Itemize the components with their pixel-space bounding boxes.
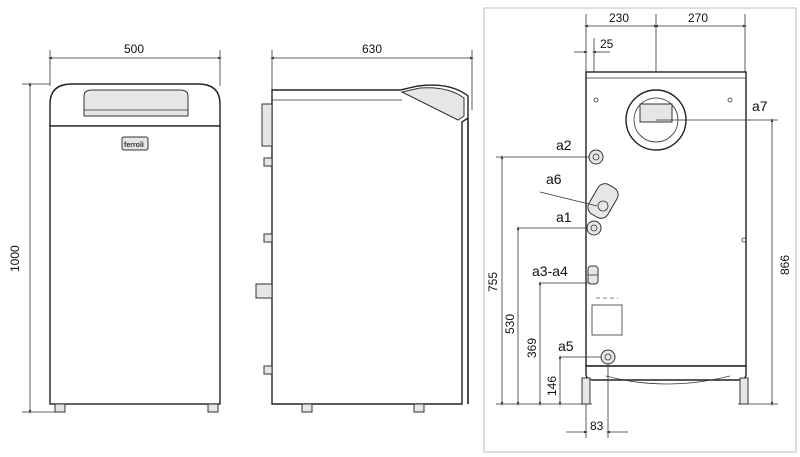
rear-foot-right: [739, 377, 749, 405]
front-width-label: 500: [124, 42, 144, 56]
side-rear-box: [261, 103, 273, 147]
rear-view: 230 270 25 a7 a2 a6 a: [483, 7, 797, 453]
front-foot-left: [54, 403, 66, 413]
front-view: 500 1000 ferroli: [8, 42, 222, 414]
side-depth-label: 630: [362, 42, 382, 56]
rear-foot-left: [581, 377, 591, 405]
rear-view-frame: [483, 7, 797, 453]
logo-text: ferroli: [124, 142, 144, 149]
label-a6: a6: [546, 171, 562, 187]
front-foot-right: [207, 403, 219, 413]
rear-dim-866-label: 866: [778, 255, 792, 275]
side-foot-left: [301, 403, 313, 413]
label-a5: a5: [558, 338, 574, 354]
side-connection-2: [263, 233, 273, 243]
label-a1: a1: [556, 209, 572, 225]
connection-a1: [586, 220, 602, 236]
label-a7: a7: [752, 98, 768, 114]
side-connection-1: [263, 157, 273, 167]
component-a6: [587, 183, 619, 219]
rear-dim-270-label: 270: [688, 11, 708, 25]
ferroli-logo: [121, 136, 149, 151]
side-view: 630: [255, 42, 474, 413]
side-valve: [255, 283, 273, 299]
side-connection-3: [263, 365, 273, 375]
label-a2: a2: [556, 137, 572, 153]
rear-dim-530-label: 530: [503, 314, 517, 334]
side-foot-right: [413, 403, 425, 413]
rear-dim-25-label: 25: [600, 37, 614, 51]
rear-dim-230-label: 230: [609, 11, 629, 25]
front-height-label: 1000: [8, 245, 22, 272]
rear-electric-panel: [591, 304, 623, 336]
rear-dim-755-label: 755: [486, 272, 500, 292]
rear-dim-369-label: 369: [525, 338, 539, 358]
label-a3-a4: a3-a4: [532, 263, 568, 279]
connection-a5: [600, 349, 616, 365]
rear-dim-83-label: 83: [590, 419, 604, 433]
rear-dim-146-label: 146: [545, 376, 559, 396]
connection-a2: [588, 149, 604, 165]
